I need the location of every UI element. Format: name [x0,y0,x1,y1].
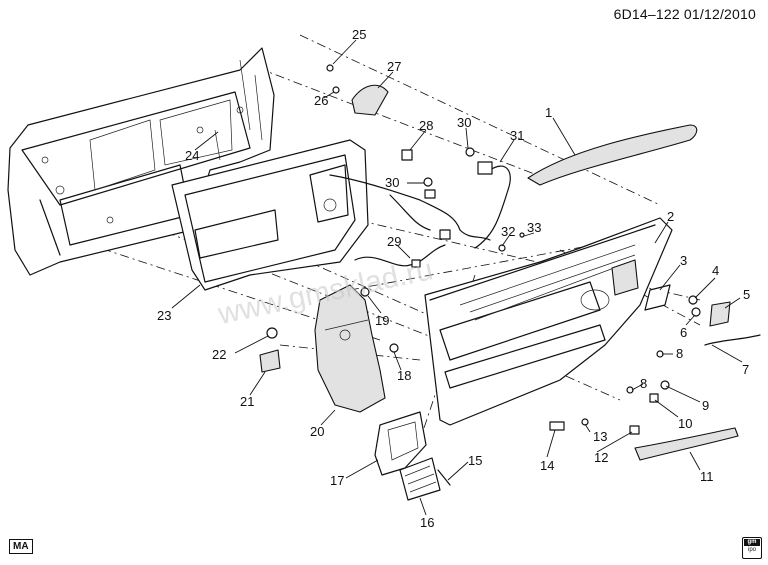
callout-10: 10 [678,416,692,431]
lower-molding [634,427,739,461]
callout-30a: 30 [457,115,471,130]
callout-6: 6 [680,325,687,340]
callout-11: 11 [700,469,714,484]
callout-8b: 8 [640,376,647,391]
callout-24: 24 [185,148,199,163]
door-seal-panel [171,139,369,291]
ma-badge: MA [9,539,33,554]
callout-13: 13 [593,429,607,444]
callout-28: 28 [419,118,433,133]
callout-2: 2 [667,209,674,224]
callout-25: 25 [352,27,366,42]
callout-9: 9 [702,398,709,413]
callout-12: 12 [594,450,608,465]
callout-27: 27 [387,59,401,74]
callout-23: 23 [157,308,171,323]
wiring-harness [329,174,491,268]
callout-17: 17 [330,473,344,488]
door-insulator [314,284,386,413]
callout-31: 31 [510,128,524,143]
gm-badge-bottom: ipo [747,547,756,553]
callout-16: 16 [420,515,434,530]
callout-8a: 8 [676,346,683,361]
door-inner-frame [7,47,275,276]
door-cable [474,161,511,249]
callout-3: 3 [680,253,687,268]
small-parts [214,64,761,486]
callout-1: 1 [545,105,552,120]
callout-18: 18 [397,368,411,383]
callout-7: 7 [742,362,749,377]
upper-trim-strip [527,124,698,186]
callout-14: 14 [540,458,554,473]
callout-20: 20 [310,424,324,439]
callout-21: 21 [240,394,254,409]
door-trim-panel [424,217,673,426]
callout-5: 5 [743,287,750,302]
callout-30b: 30 [385,175,399,190]
callout-29: 29 [387,234,401,249]
callout-labels: 1 2 3 4 5 6 7 8 8 9 10 11 12 13 14 15 16… [157,27,750,530]
gm-badge-top: gm [744,539,760,546]
diagram-reference-code: 6D14–122 01/12/2010 [613,6,756,22]
callout-15: 15 [468,453,482,468]
callout-4: 4 [712,263,719,278]
callout-22: 22 [212,347,226,362]
callout-33: 33 [527,220,541,235]
gm-logo-badge: gm ipo [742,537,762,559]
callout-32: 32 [501,224,515,239]
leader-lines [171,39,743,516]
callout-26: 26 [314,93,328,108]
callout-19: 19 [375,313,389,328]
window-switch [399,457,441,501]
